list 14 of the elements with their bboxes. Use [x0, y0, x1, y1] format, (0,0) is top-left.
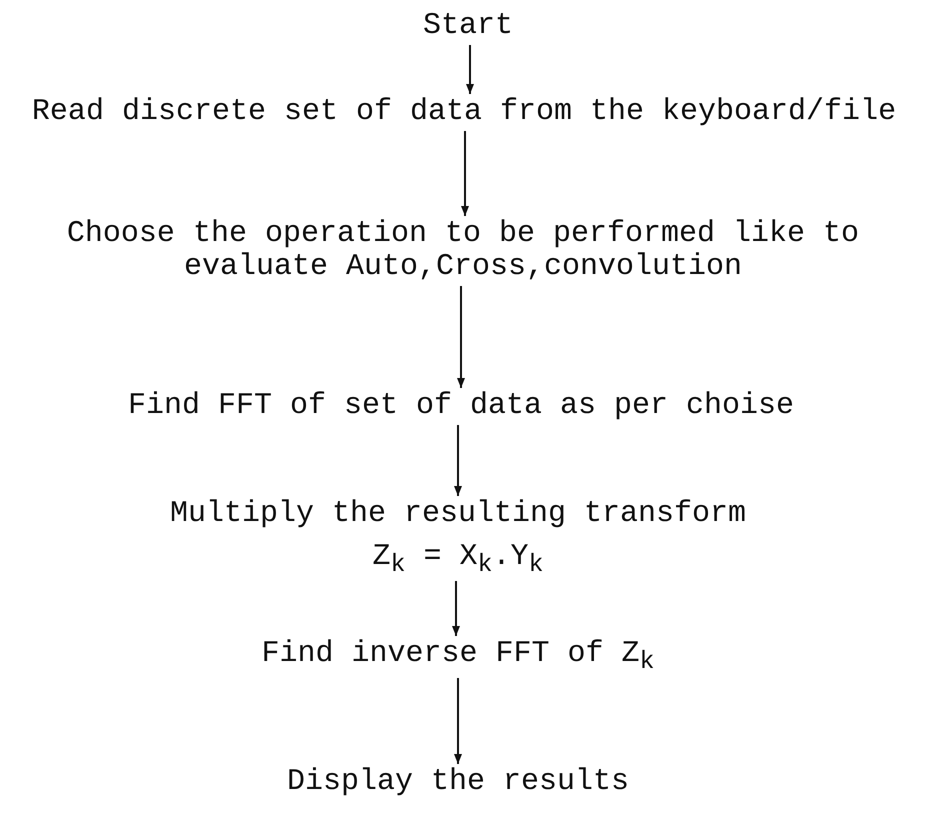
step-text: Read discrete set of data from the keyboard/file — [32, 96, 896, 129]
step-text: Multiply the resulting transform — [170, 498, 746, 531]
arrow — [466, 45, 474, 94]
step-text: Find inverse FFT of Z$_{k}$ — [261, 638, 655, 676]
formula-text: Z$_{k}$ = X$_{k}$.Y$_{k}$ — [371, 541, 545, 578]
step-text: Choose the operation to be performed like to evaluate Auto,Cross,convolution — [66, 218, 860, 284]
step-text: Find FFT of set of data as per choise — [128, 390, 794, 423]
arrow — [454, 425, 462, 496]
arrow — [452, 581, 460, 636]
step-text: Display the results — [286, 766, 630, 799]
arrow — [454, 678, 462, 764]
step-text: Start — [423, 10, 513, 43]
arrow — [457, 286, 465, 388]
arrow — [461, 131, 469, 216]
